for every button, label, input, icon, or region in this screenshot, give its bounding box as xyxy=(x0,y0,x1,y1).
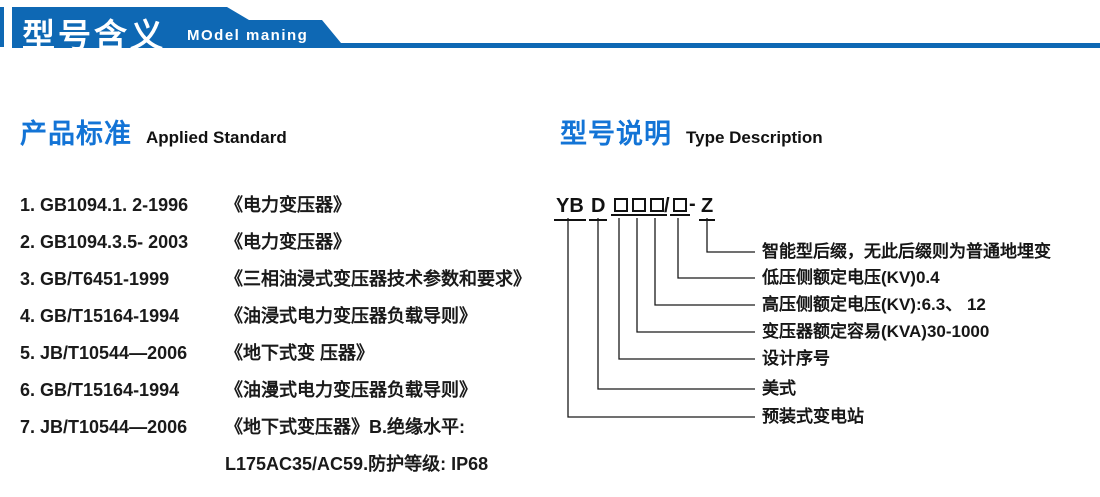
standards-section-header: 产品标准 Applied Standard xyxy=(20,112,287,151)
standard-title: 《油浸式电力变压器负载导则》 xyxy=(225,306,477,326)
model-code-box-1 xyxy=(611,195,631,216)
model-code-box-2 xyxy=(629,195,649,216)
placeholder-box-icon xyxy=(673,198,687,212)
connector-line-prefix xyxy=(567,218,755,418)
model-code-box-4 xyxy=(670,195,690,216)
connector-line-box4 xyxy=(677,218,755,279)
connector-line-sub xyxy=(597,218,755,390)
standard-code: 3. GB/T6451-1999 xyxy=(20,269,170,289)
diagram-label-smart-suffix: 智能型后缀，无此后缀则为普通地埋变 xyxy=(762,242,1051,261)
placeholder-box-icon xyxy=(632,198,646,212)
model-code-slash: / xyxy=(664,195,670,217)
standard-item: 7. JB/T10544—2006 《地下式变压器》B.绝缘水平: xyxy=(20,409,550,446)
standard-item: 2. GB1094.3.5- 2003 《电力变压器》 xyxy=(20,224,550,261)
diagram-label-prefab-substation: 预装式变电站 xyxy=(762,407,864,426)
standards-title-zh: 产品标准 xyxy=(20,119,132,149)
standard-title-continuation: L175AC35/AC59.防护等级: IP68 xyxy=(225,454,489,474)
model-code-sub: D xyxy=(589,195,608,221)
banner-title-zh: 型号含义 xyxy=(22,17,166,54)
standards-list: 1. GB1094.1. 2-1996 《电力变压器》 2. GB1094.3.… xyxy=(20,187,550,476)
diagram-label-design-serial: 设计序号 xyxy=(762,349,830,368)
model-title-zh: 型号说明 xyxy=(560,119,672,149)
connector-line-suffix xyxy=(706,218,755,253)
model-code-prefix: YB xyxy=(554,195,586,221)
standard-title: 《三相油浸式变压器技术参数和要求》 xyxy=(225,269,531,289)
standard-title: 《地下式变压器》B.绝缘水平: xyxy=(225,417,465,437)
model-title-en: Type Description xyxy=(686,128,823,147)
standard-item: 6. GB/T15164-1994 《油漫式电力变压器负载导则》 xyxy=(20,372,550,409)
standard-item: 1. GB1094.1. 2-1996 《电力变压器》 xyxy=(20,187,550,224)
connector-line-box1 xyxy=(618,218,755,360)
standard-code: 5. JB/T10544—2006 xyxy=(20,343,188,363)
standard-item: 5. JB/T10544—2006 《地下式变 压器》 xyxy=(20,335,550,372)
standard-code-empty xyxy=(20,452,225,476)
standard-code: 7. JB/T10544—2006 xyxy=(20,417,188,437)
standard-code: 2. GB1094.3.5- 2003 xyxy=(20,232,189,252)
banner-accent-bar xyxy=(0,7,4,47)
diagram-label-hv-voltage: 高压侧额定电压(KV):6.3、 12 xyxy=(762,295,986,314)
placeholder-box-icon xyxy=(614,198,628,212)
banner-title-en: MOdel maning xyxy=(187,27,309,44)
model-code-dash: - xyxy=(689,193,696,215)
model-section-header: 型号说明 Type Description xyxy=(560,112,823,151)
standard-code: 1. GB1094.1. 2-1996 xyxy=(20,195,189,215)
standard-item: 3. GB/T6451-1999 《三相油浸式变压器技术参数和要求》 xyxy=(20,261,550,298)
connector-line-box2 xyxy=(636,218,755,333)
diagram-label-lv-voltage: 低压侧额定电压(KV)0.4 xyxy=(762,268,940,287)
standard-title: 《油漫式电力变压器负载导则》 xyxy=(225,380,477,400)
standard-item-continuation: L175AC35/AC59.防护等级: IP68 xyxy=(20,452,550,476)
placeholder-box-icon xyxy=(650,198,664,212)
standard-title: 《地下式变 压器》 xyxy=(225,343,375,363)
standard-title: 《电力变压器》 xyxy=(225,195,351,215)
standard-code: 6. GB/T15164-1994 xyxy=(20,380,180,400)
standard-item: 4. GB/T15164-1994 《油浸式电力变压器负载导则》 xyxy=(20,298,550,335)
diagram-label-rated-capacity: 变压器额定容易(KVA)30-1000 xyxy=(762,322,990,341)
connector-line-box3 xyxy=(654,218,755,306)
diagram-label-american-style: 美式 xyxy=(762,379,796,398)
model-code-box-3 xyxy=(647,195,667,216)
standards-title-en: Applied Standard xyxy=(146,128,287,147)
standard-code: 4. GB/T15164-1994 xyxy=(20,306,180,326)
standard-title: 《电力变压器》 xyxy=(225,232,351,252)
model-code-suffix: Z xyxy=(699,195,716,221)
